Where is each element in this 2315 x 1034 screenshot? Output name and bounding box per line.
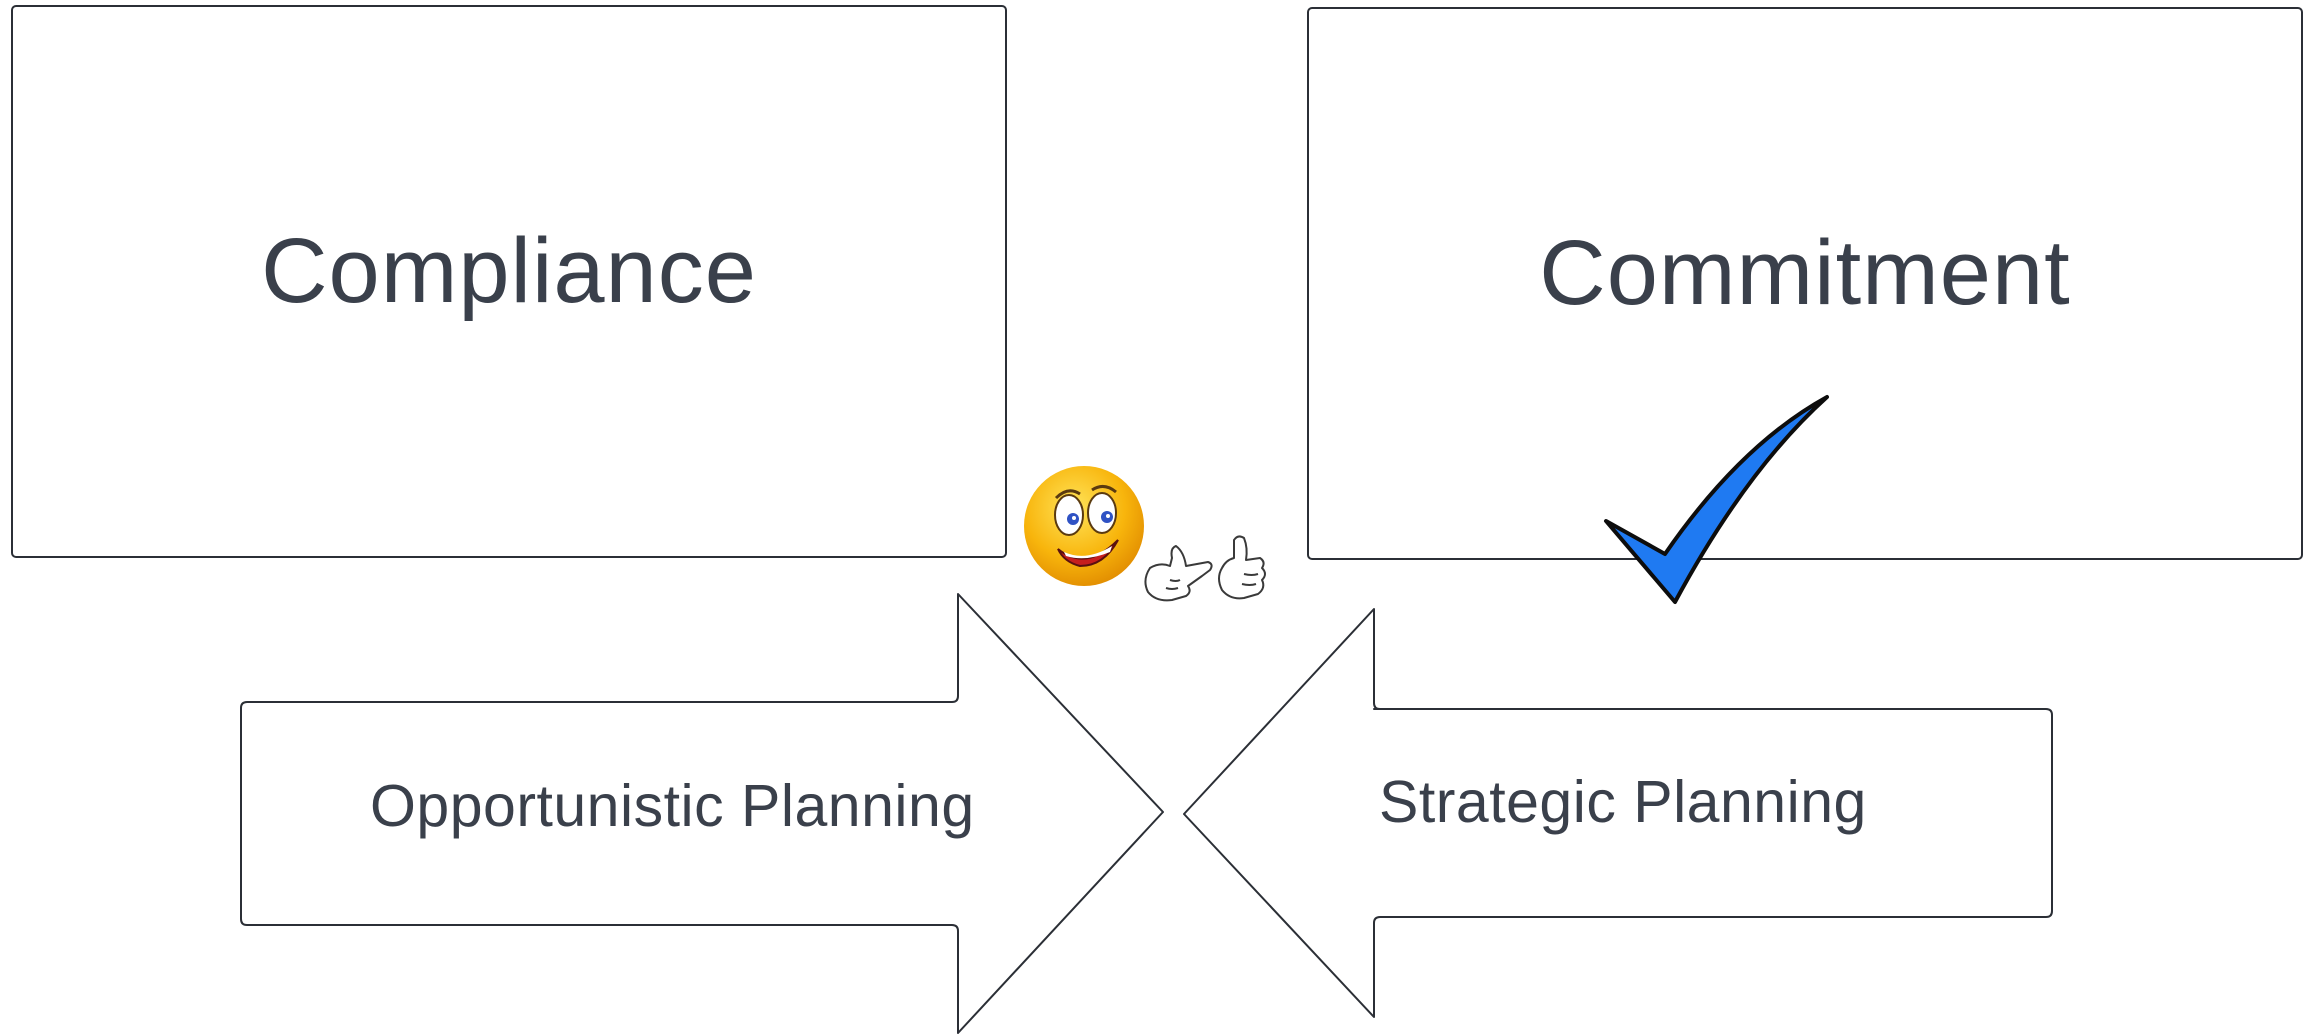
pointing-hands-icon — [1144, 535, 1266, 602]
strategic-planning-arrow — [1183, 608, 2053, 1018]
smiley-face-icon — [1024, 466, 1144, 586]
strategic-planning-label: Strategic Planning — [1379, 769, 1867, 835]
opportunistic-planning-label: Opportunistic Planning — [370, 773, 975, 839]
opportunistic-planning-arrow — [240, 593, 1164, 1034]
commitment-box: Commitment — [1307, 7, 2303, 560]
compliance-box: Compliance — [11, 5, 1007, 558]
checkmark-icon — [1604, 395, 1829, 604]
compliance-label: Compliance — [261, 220, 757, 322]
commitment-label: Commitment — [1539, 222, 2071, 324]
